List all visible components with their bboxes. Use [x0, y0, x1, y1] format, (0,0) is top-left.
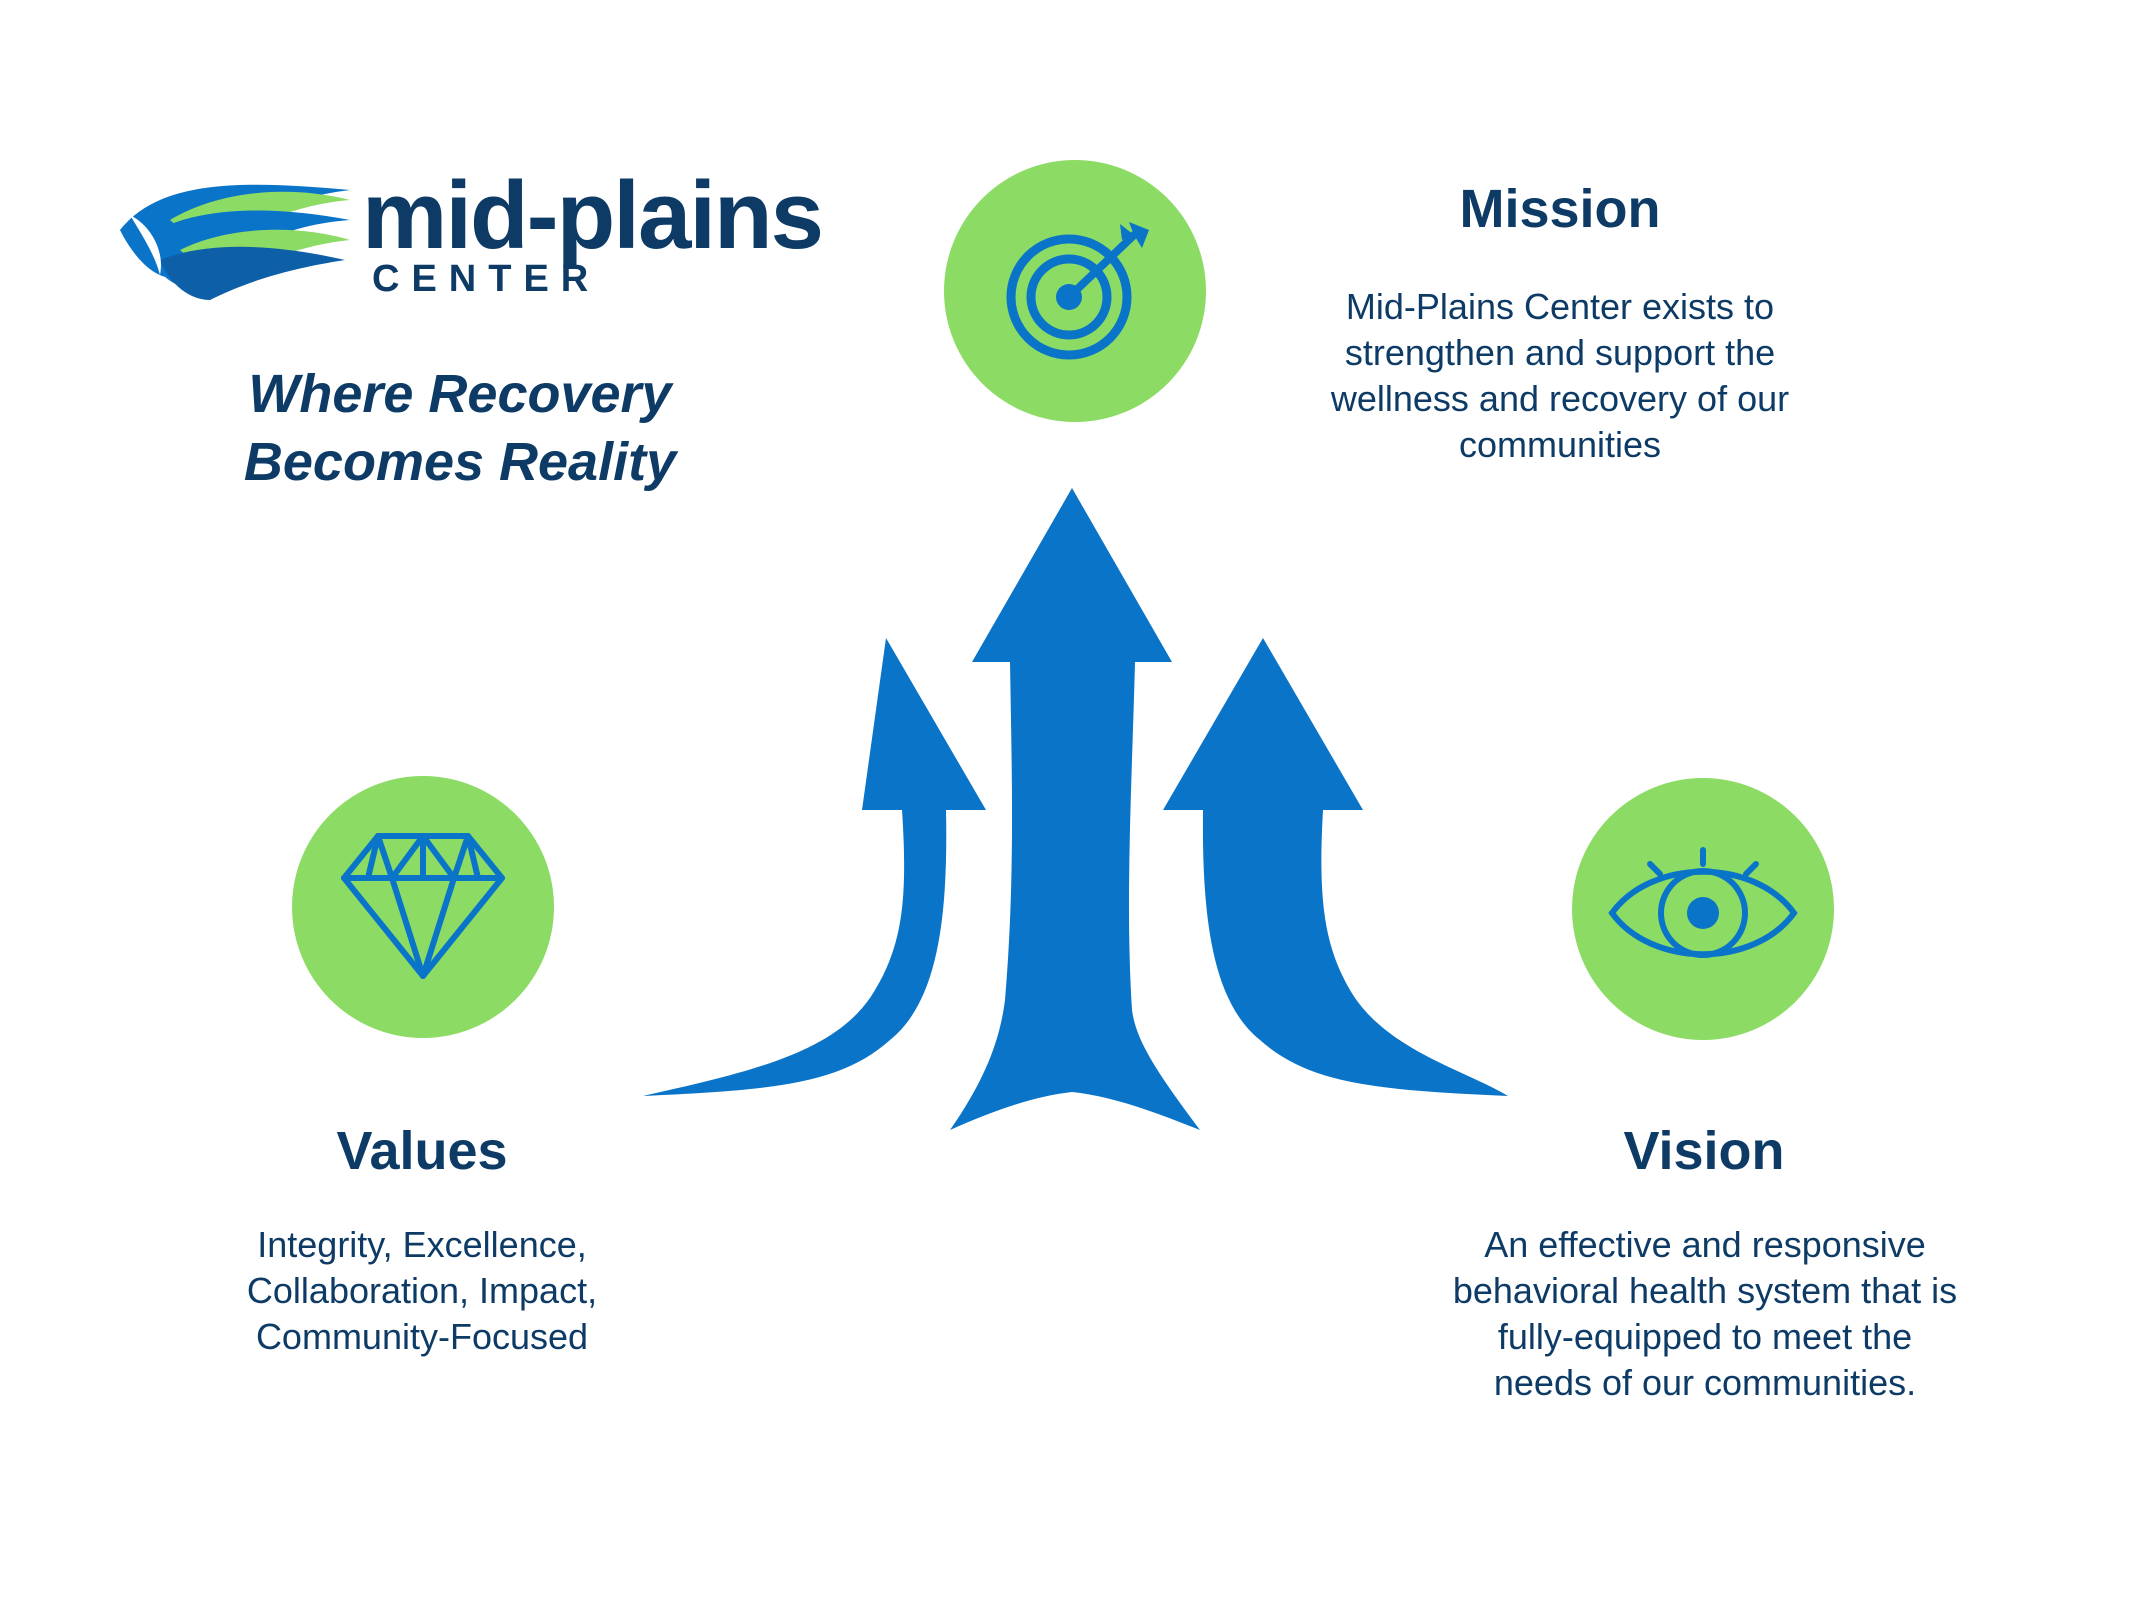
eye-icon [1608, 847, 1798, 958]
values-title: Values [336, 1121, 508, 1181]
logo [100, 160, 880, 300]
vision-title: Vision [1623, 1121, 1785, 1181]
tagline-line-2: Becomes Reality [243, 432, 677, 492]
mission-circle [944, 160, 1206, 422]
left-arrow [643, 638, 986, 1096]
target-icon [1006, 222, 1149, 360]
values-circle [292, 776, 554, 1038]
mission-title: Mission [1459, 179, 1661, 239]
logo-wave-icon [120, 184, 350, 300]
tagline: Where Recovery Becomes Reality [150, 360, 770, 496]
tagline-line-1: Where Recovery [248, 364, 672, 424]
vision-circle [1572, 778, 1834, 1040]
vision-text: An effective and responsive behavioral h… [1452, 1224, 1958, 1403]
values-text: Integrity, Excellence, Collaboration, Im… [246, 1224, 598, 1357]
logo-wordmark: mid-plains [362, 162, 824, 269]
diamond-icon [341, 833, 505, 979]
logo-subtitle: CENTER [372, 258, 601, 300]
growth-arrows [643, 488, 1508, 1130]
mission-text: Mid-Plains Center exists to strengthen a… [1330, 286, 1790, 465]
right-arrow [1163, 638, 1508, 1096]
center-arrow [950, 488, 1200, 1130]
